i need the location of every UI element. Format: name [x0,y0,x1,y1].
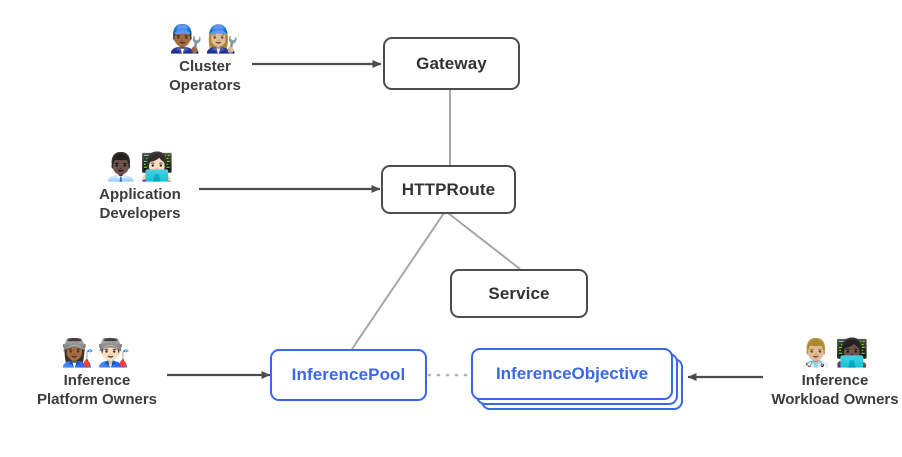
actor-inference-platform-owners-label: Inference Platform Owners [36,372,158,408]
node-inferenceobjective-label: InferenceObjective [495,364,649,383]
inference-workload-owners-emoji: 👨🏼‍⚕️👩🏿‍💻 [799,338,871,368]
actor-cluster-operators: 👨🏾‍🔧👩🏼‍🔧 Cluster Operators [110,22,300,95]
node-httproute[interactable]: HTTPRoute [381,165,516,214]
actor-application-developers: 👨🏿‍💼👩🏻‍💻 Application Developers [45,150,235,223]
node-service[interactable]: Service [450,269,588,318]
inference-platform-owners-emoji: 👩🏾‍🏭👨🏻‍🏭 [61,338,133,368]
actor-inference-workload-owners-label: Inference Workload Owners [771,372,899,408]
actor-application-developers-label: Application Developers [99,186,181,222]
actor-inference-workload-owners: 👨🏼‍⚕️👩🏿‍💻 Inference Workload Owners [740,336,902,409]
node-httproute-label: HTTPRoute [401,179,496,199]
actor-inference-platform-owners: 👩🏾‍🏭👨🏻‍🏭 Inference Platform Owners [2,336,192,409]
node-gateway-label: Gateway [416,53,487,73]
node-gateway[interactable]: Gateway [383,37,520,90]
node-inferencepool[interactable]: InferencePool [270,349,427,401]
node-inferencepool-label: InferencePool [291,365,406,385]
actor-cluster-operators-label: Cluster Operators [169,58,241,94]
application-developers-emoji: 👨🏿‍💼👩🏻‍💻 [104,152,176,182]
node-inferenceobjective[interactable]: InferenceObjective [471,348,673,400]
node-inferenceobjective-stack[interactable]: InferenceObjective [471,348,693,410]
edge-httproute-to-service [447,212,521,270]
edge-httproute-to-inferencepool [351,212,445,350]
cluster-operators-emoji: 👨🏾‍🔧👩🏼‍🔧 [169,24,241,54]
node-service-label: Service [488,283,550,303]
